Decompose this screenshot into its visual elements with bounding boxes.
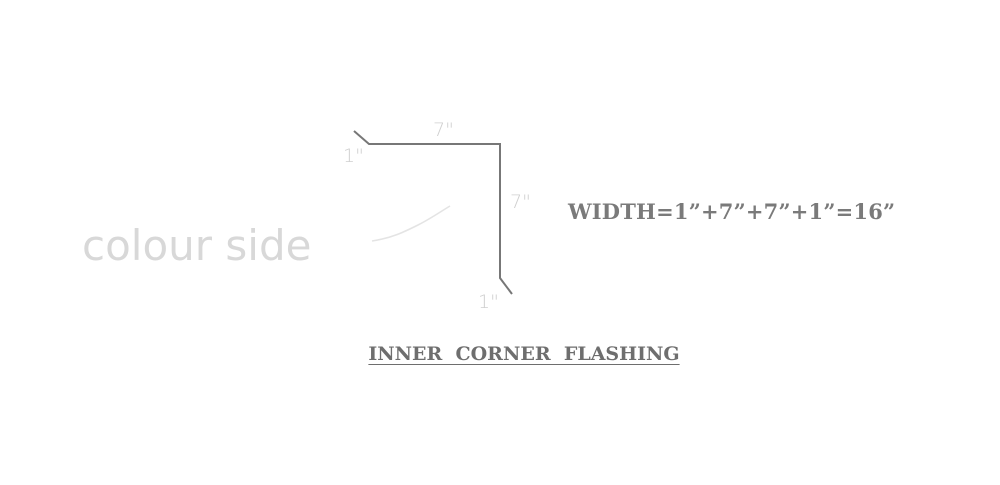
bottom-hem-dimension-label: 1" bbox=[478, 291, 499, 313]
width-equation: WIDTH=1”+7”+7”+1”=16” bbox=[568, 199, 896, 224]
colour-side-label: colour side bbox=[82, 221, 311, 270]
left-hem-dimension-label: 1" bbox=[343, 145, 364, 167]
colour-side-pointer bbox=[371, 205, 451, 242]
right-dimension-label: 7" bbox=[510, 191, 531, 213]
diagram-title: INNER CORNER FLASHING bbox=[368, 343, 680, 365]
flashing-profile bbox=[353, 130, 513, 295]
top-dimension-label: 7" bbox=[433, 119, 454, 141]
